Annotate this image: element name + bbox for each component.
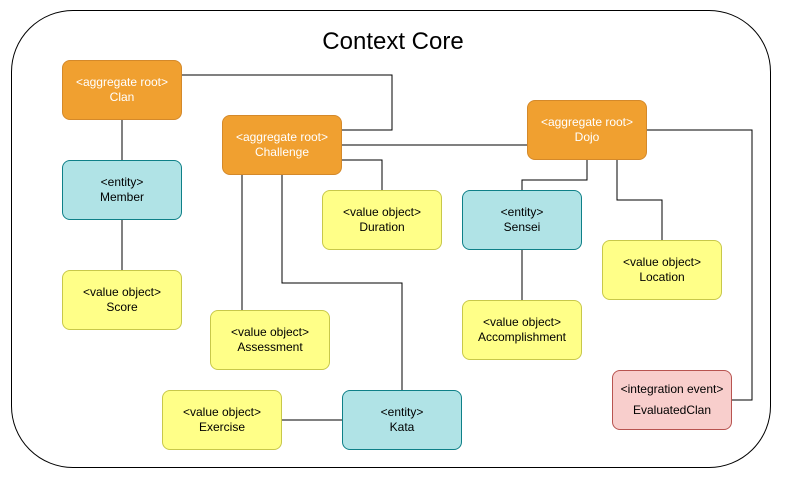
location-name: Location xyxy=(639,270,685,284)
sensei-node[interactable]: <entity> Sensei xyxy=(462,190,582,250)
exercise-name: Exercise xyxy=(198,420,245,434)
edge-dojo-sensei xyxy=(521,160,588,190)
sensei-name: Sensei xyxy=(503,220,541,234)
clan-stereotype: <aggregate root> xyxy=(75,75,169,89)
accomplishment-node[interactable]: <value object> Accomplishment xyxy=(462,300,582,360)
duration-stereotype: <value object> xyxy=(342,205,422,219)
sensei-stereotype: <entity> xyxy=(500,205,544,219)
score-node[interactable]: <value object> Score xyxy=(62,270,182,330)
location-stereotype: <value object> xyxy=(622,255,702,269)
evaluatedclan-node[interactable]: <integration event> EvaluatedClan xyxy=(612,370,732,430)
assessment-node[interactable]: <value object> Assessment xyxy=(210,310,330,370)
challenge-stereotype: <aggregate root> xyxy=(235,130,329,144)
exercise-stereotype: <value object> xyxy=(182,405,262,419)
kata-name: Kata xyxy=(389,420,415,434)
dojo-name: Dojo xyxy=(574,130,600,144)
exercise-node[interactable]: <value object> Exercise xyxy=(162,390,282,450)
score-name: Score xyxy=(106,300,138,314)
challenge-node[interactable]: <aggregate root> Challenge xyxy=(222,115,342,175)
evaluatedclan-name: EvaluatedClan xyxy=(632,403,712,417)
duration-node[interactable]: <value object> Duration xyxy=(322,190,442,250)
duration-name: Duration xyxy=(359,220,405,234)
dojo-stereotype: <aggregate root> xyxy=(540,115,634,129)
score-stereotype: <value object> xyxy=(82,285,162,299)
clan-name: Clan xyxy=(109,90,135,104)
location-node[interactable]: <value object> Location xyxy=(602,240,722,300)
clan-node[interactable]: <aggregate root> Clan xyxy=(62,60,182,120)
edge-dojo-location xyxy=(616,160,663,240)
kata-node[interactable]: <entity> Kata xyxy=(342,390,462,450)
kata-stereotype: <entity> xyxy=(380,405,424,419)
diagram-title: Context Core xyxy=(322,28,464,55)
member-name: Member xyxy=(99,190,144,204)
dojo-node[interactable]: <aggregate root> Dojo xyxy=(527,100,647,160)
edge-clan-challenge xyxy=(181,74,393,131)
edge-challenge-duration xyxy=(342,159,383,190)
edge-challenge-kata xyxy=(281,175,403,390)
evaluatedclan-stereotype: <integration event> xyxy=(620,382,724,396)
accomplishment-stereotype: <value object> xyxy=(482,315,562,329)
edge-dojo-evaluatedclan xyxy=(647,129,753,401)
member-stereotype: <entity> xyxy=(100,175,144,189)
accomplishment-name: Accomplishment xyxy=(477,330,567,344)
assessment-name: Assessment xyxy=(237,340,303,354)
challenge-name: Challenge xyxy=(254,145,310,159)
member-node[interactable]: <entity> Member xyxy=(62,160,182,220)
assessment-stereotype: <value object> xyxy=(230,325,310,339)
